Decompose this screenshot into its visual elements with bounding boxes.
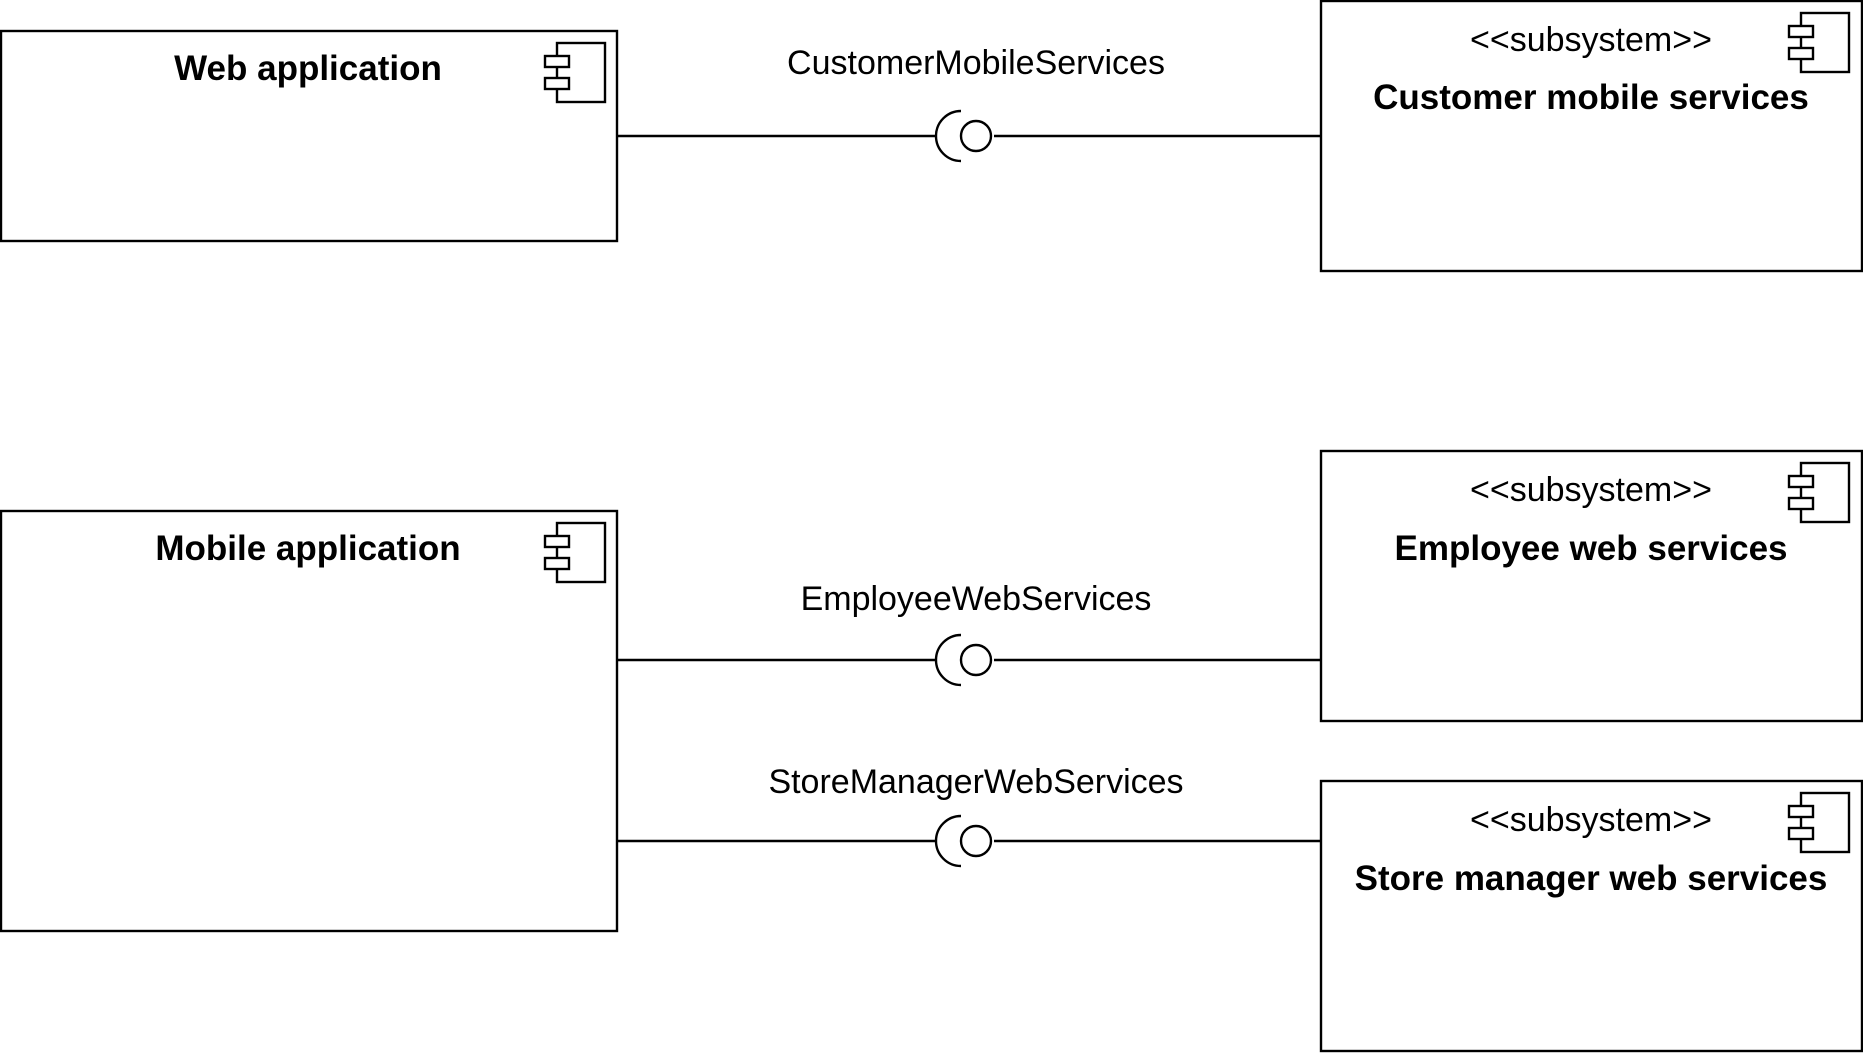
connector-store-manager-web-services: StoreManagerWebServices <box>617 763 1321 868</box>
component-title: Customer mobile services <box>1373 78 1809 117</box>
stereotype-label: <<subsystem>> <box>1470 471 1712 509</box>
component-icon <box>543 521 607 584</box>
component-employee-web-services[interactable]: <<subsystem>> Employee web services <box>1319 449 1863 723</box>
socket-icon <box>934 633 962 687</box>
component-title: Store manager web services <box>1355 859 1828 898</box>
component-mobile-application[interactable]: Mobile application <box>0 509 619 933</box>
component-icon <box>1787 461 1851 524</box>
component-customer-mobile-services[interactable]: <<subsystem>> Customer mobile services <box>1319 0 1863 273</box>
component-store-manager-web-services[interactable]: <<subsystem>> Store manager web services <box>1319 779 1863 1053</box>
interface-label-store-manager-web-services: StoreManagerWebServices <box>768 763 1183 801</box>
connector-customer-mobile-services: CustomerMobileServices <box>617 44 1321 163</box>
component-title: Mobile application <box>155 529 460 568</box>
lollipop-icon <box>959 643 993 677</box>
stereotype-label: <<subsystem>> <box>1470 801 1712 839</box>
component-title: Employee web services <box>1395 529 1788 568</box>
component-icon <box>1787 11 1851 74</box>
lollipop-icon <box>959 824 993 858</box>
stereotype-label: <<subsystem>> <box>1470 21 1712 59</box>
lollipop-icon <box>959 119 993 153</box>
component-icon <box>543 41 607 104</box>
component-web-application[interactable]: Web application <box>0 29 619 243</box>
socket-icon <box>934 109 962 163</box>
connector-employee-web-services: EmployeeWebServices <box>617 580 1321 687</box>
component-title: Web application <box>174 49 442 88</box>
socket-icon <box>934 814 962 868</box>
interface-label-employee-web-services: EmployeeWebServices <box>801 580 1152 618</box>
interface-label-customer-mobile-services: CustomerMobileServices <box>787 44 1165 82</box>
component-icon <box>1787 791 1851 854</box>
